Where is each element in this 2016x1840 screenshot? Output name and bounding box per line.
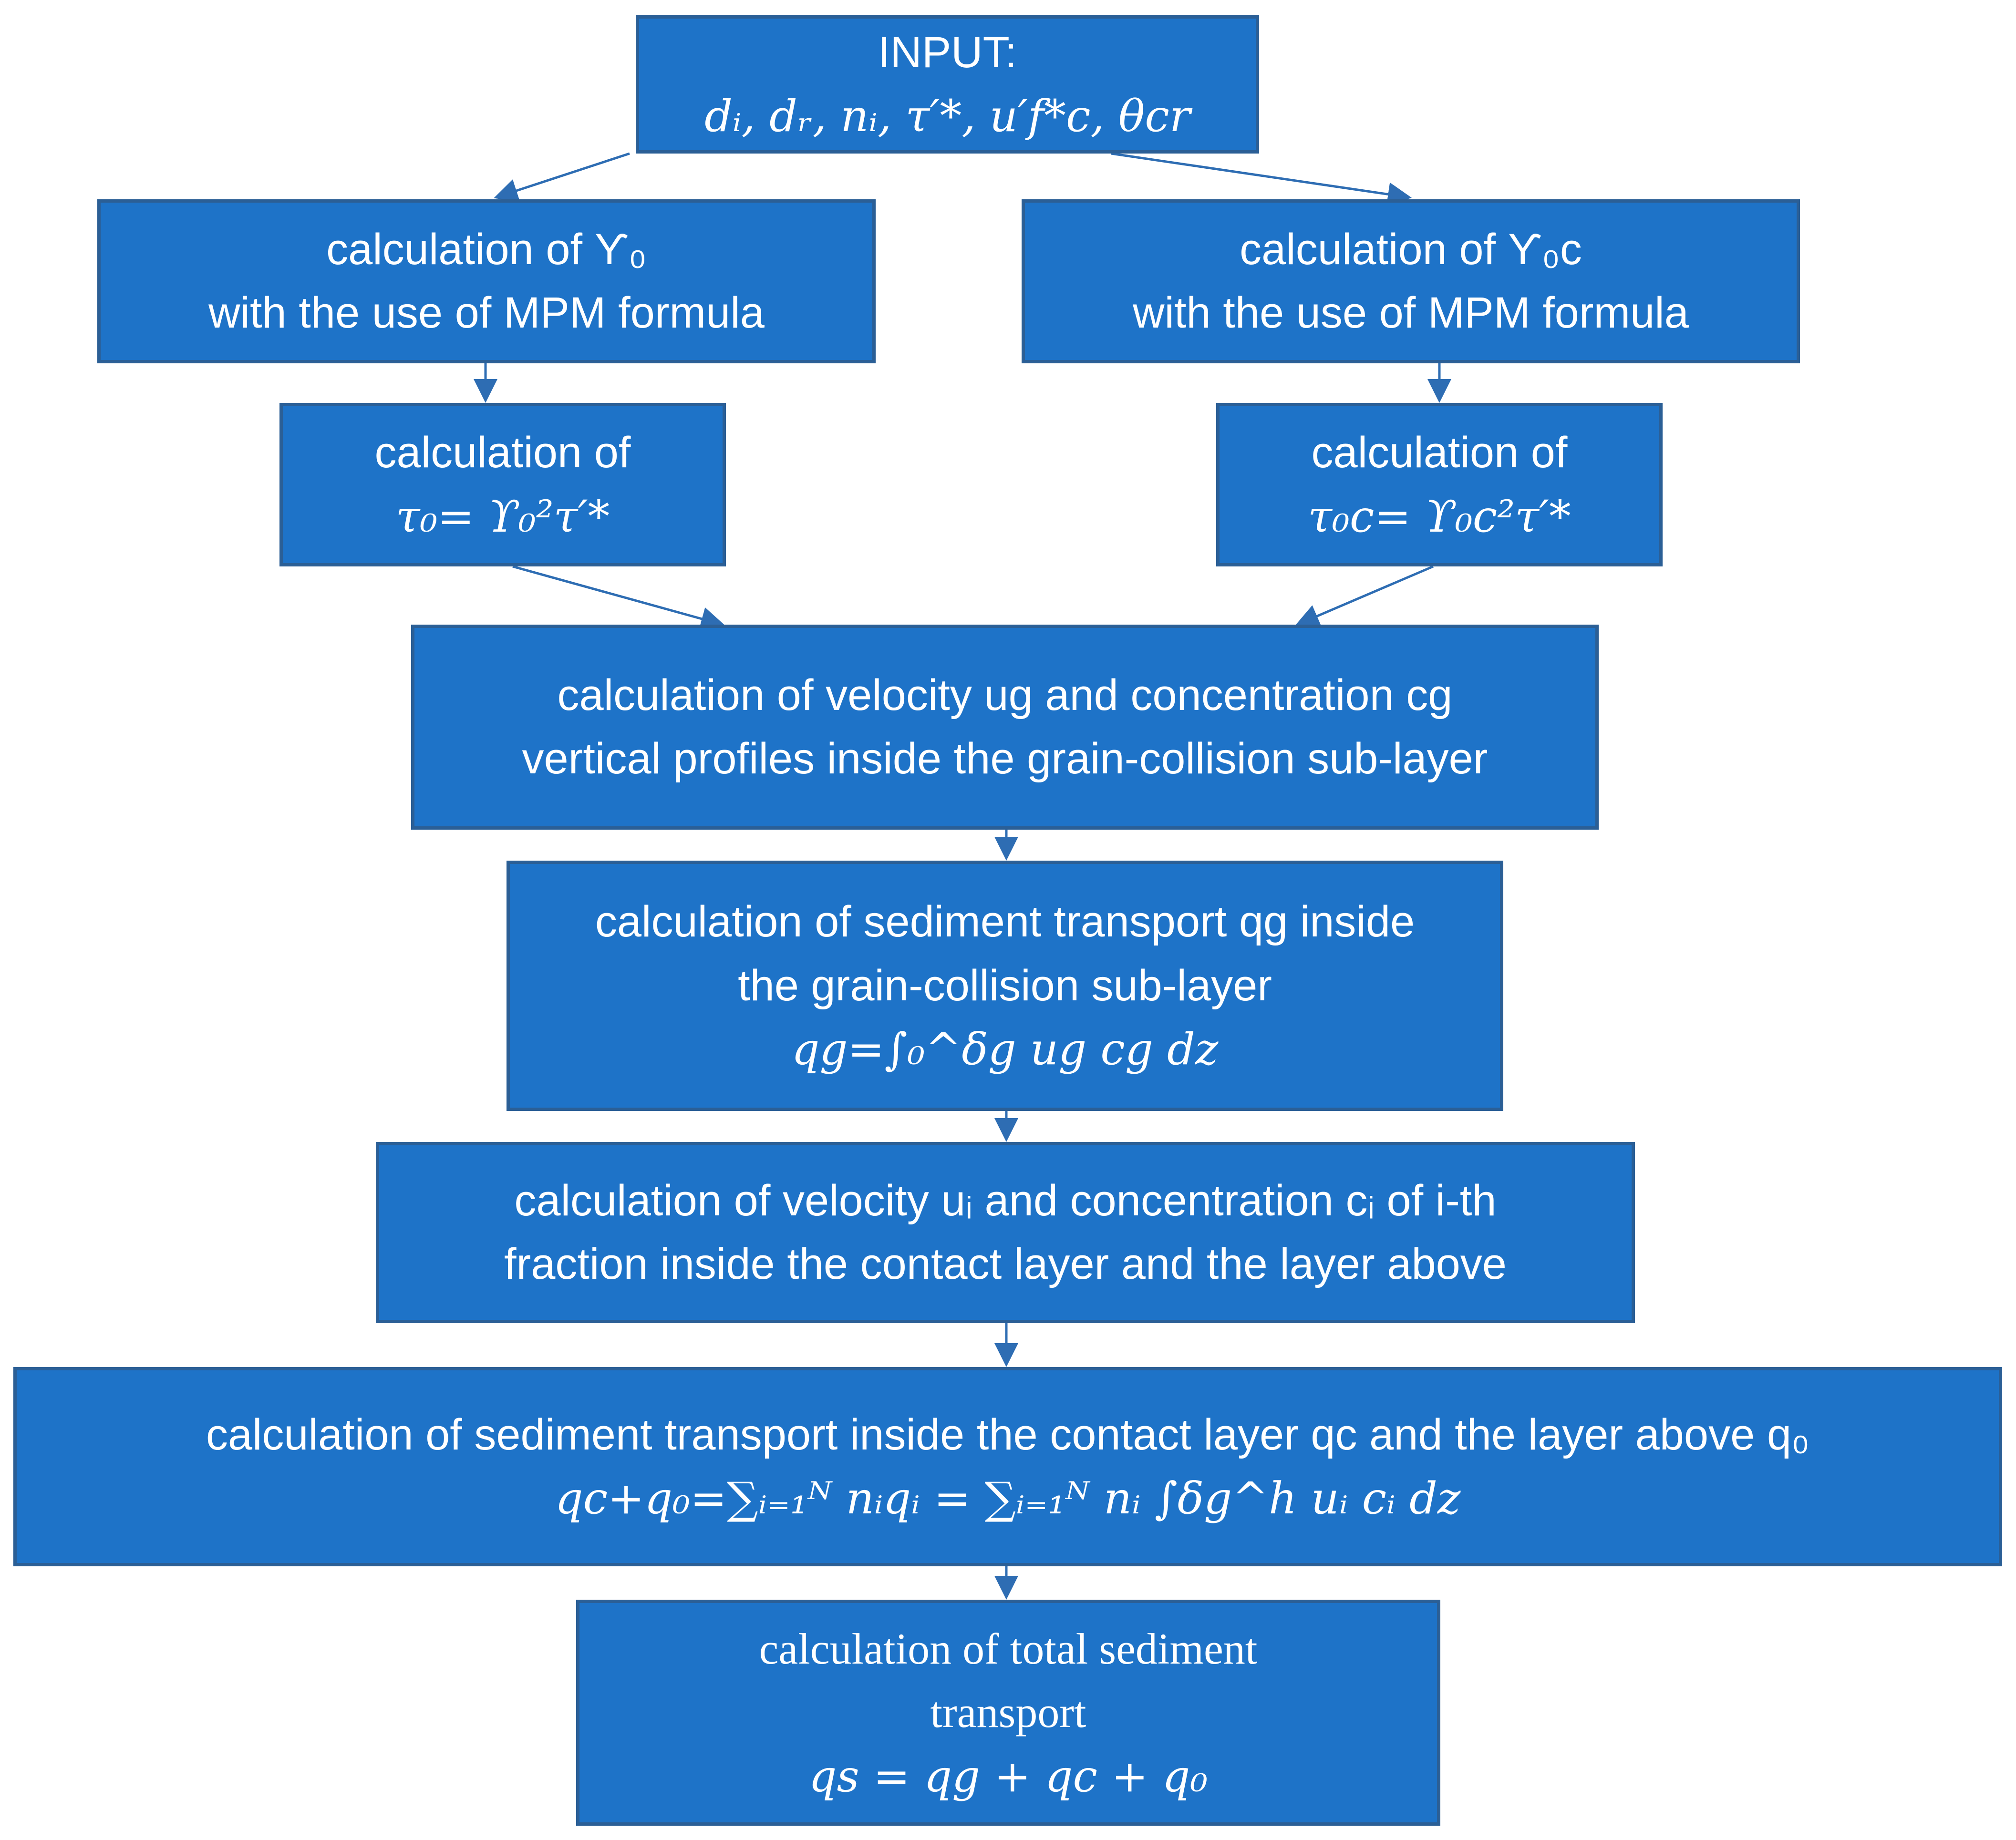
- gamma0-box: calculation of ϒ₀ with the use of MPM fo…: [97, 199, 876, 363]
- fraction-line-2: fraction inside the contact layer and th…: [504, 1240, 1507, 1288]
- input-label: INPUT:: [878, 28, 1017, 77]
- qc-line-1: calculation of sediment transport inside…: [206, 1410, 1810, 1459]
- total-line-2: transport: [930, 1688, 1086, 1737]
- gamma0-subtitle: with the use of MPM formula: [208, 288, 765, 337]
- arrow-input-to-gamma0: [494, 152, 630, 202]
- input-parameters: dᵢ, dᵣ, nᵢ, τ′*, u′f*c, θcr: [704, 91, 1190, 142]
- profiles-box: calculation of velocity ug and concentra…: [411, 625, 1599, 830]
- input-box: INPUT: dᵢ, dᵣ, nᵢ, τ′*, u′f*c, θcr: [636, 15, 1259, 154]
- tau0c-title: calculation of: [1311, 428, 1568, 477]
- total-line-1: calculation of total sediment: [759, 1624, 1258, 1673]
- gamma0c-subtitle: with the use of MPM formula: [1133, 288, 1689, 337]
- tau0-box: calculation of τ₀= ϒ₀²τ′*: [279, 403, 726, 566]
- arrow-input-to-gamma0c: [1111, 152, 1412, 206]
- qg-line-1: calculation of sediment transport qg ins…: [595, 897, 1415, 946]
- total-formula: qs = qg + qc + q₀: [808, 1750, 1208, 1802]
- gamma0c-title: calculation of ϒ₀c: [1240, 225, 1582, 274]
- qg-line-2: the grain-collision sub-layer: [738, 961, 1272, 1010]
- qc-q0-box: calculation of sediment transport inside…: [13, 1367, 2002, 1566]
- tau0c-formula: τ₀c= ϒ₀c²τ′*: [1308, 491, 1571, 542]
- tau0-title: calculation of: [374, 428, 631, 477]
- fraction-line-1: calculation of velocity uᵢ and concentra…: [514, 1176, 1497, 1225]
- qg-box: calculation of sediment transport qg ins…: [507, 861, 1503, 1111]
- gamma0-title: calculation of ϒ₀: [326, 225, 647, 274]
- total-box: calculation of total sediment transport …: [576, 1600, 1440, 1826]
- tau0c-box: calculation of τ₀c= ϒ₀c²τ′*: [1216, 403, 1663, 566]
- qg-formula: qg=∫₀^δg ug cg dz: [791, 1024, 1219, 1075]
- fraction-box: calculation of velocity uᵢ and concentra…: [376, 1142, 1635, 1323]
- gamma0c-box: calculation of ϒ₀c with the use of MPM f…: [1022, 199, 1800, 363]
- profiles-line-2: vertical profiles inside the grain-colli…: [522, 734, 1488, 783]
- arrow-tau0c-to-profiles: [1295, 565, 1434, 627]
- arrow-tau0-to-profiles: [512, 565, 725, 631]
- tau0-formula: τ₀= ϒ₀²τ′*: [395, 491, 610, 542]
- qc-formula: qc+q₀=∑ᵢ₌₁ᴺ nᵢqᵢ = ∑ᵢ₌₁ᴺ nᵢ ∫δg^h uᵢ cᵢ …: [555, 1473, 1461, 1524]
- profiles-line-1: calculation of velocity ug and concentra…: [557, 670, 1453, 720]
